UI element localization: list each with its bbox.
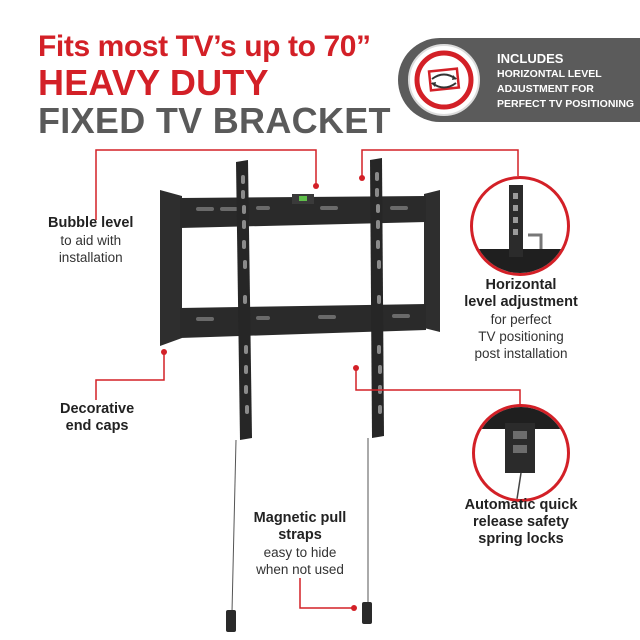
- bubble-level-label: Bubble level to aid with installation: [48, 215, 133, 266]
- springs-line-1: Automatic quick: [464, 497, 578, 513]
- bubble-level-title: Bubble level: [48, 215, 134, 231]
- bubble-callout-line: [95, 149, 317, 220]
- horizontal-title-1: Horizontal: [485, 277, 557, 293]
- pull-straps-label: Magnetic pull straps easy to hide when n…: [240, 510, 360, 578]
- straps-line-2: when not used: [256, 562, 344, 577]
- straps-line-1: easy to hide: [263, 545, 337, 560]
- right-strap-handle: [362, 602, 372, 624]
- straps-title-1: Magnetic pull: [253, 510, 347, 526]
- horizontal-adjust-label: Horizontal level adjustment for perfect …: [446, 277, 596, 362]
- left-strap-handle: [226, 610, 236, 632]
- headline-size: Fits most TV’s up to 70”: [38, 30, 371, 63]
- horizontal-callout-line: [361, 149, 519, 176]
- spring-locks-label: Automatic quick release safety spring lo…: [446, 497, 596, 548]
- horizontal-line-1: for perfect: [490, 312, 552, 327]
- horizontal-detail-ring: [470, 176, 570, 276]
- end-caps-label: Decorative end caps: [60, 401, 134, 435]
- end-caps-line-1: Decorative: [60, 401, 135, 417]
- left-end-cap: [160, 190, 182, 346]
- horizontal-line-2: TV positioning: [478, 329, 564, 344]
- end-caps-line-2: end caps: [65, 418, 129, 434]
- badge-text: INCLUDES HORIZONTAL LEVEL ADJUSTMENT FOR…: [497, 51, 634, 112]
- caps-callout-line: [95, 352, 165, 400]
- springs-line-3: spring locks: [478, 531, 564, 547]
- springs-callout-line: [355, 370, 521, 408]
- headline-heavy-duty: HEAVY DUTY: [38, 62, 269, 103]
- bubble-level-line-1: to aid with: [60, 233, 122, 248]
- springs-detail-ring: [472, 404, 570, 502]
- straps-title-2: straps: [278, 527, 322, 543]
- badge-line-3: PERFECT TV POSITIONING: [497, 98, 635, 110]
- left-pull-strap: [231, 439, 237, 613]
- level-adjust-icon: [408, 44, 480, 116]
- horizontal-line-3: post installation: [474, 346, 568, 361]
- horizontal-title-2: level adjustment: [464, 294, 578, 310]
- straps-callout-line: [299, 578, 354, 609]
- badge-line-2: ADJUSTMENT FOR: [497, 83, 594, 95]
- right-end-cap: [424, 190, 440, 332]
- springs-line-2: release safety: [473, 514, 569, 530]
- bubble-level-line-2: installation: [58, 250, 123, 265]
- headline-product: FIXED TV BRACKET: [38, 100, 391, 141]
- lower-rail: [180, 304, 426, 338]
- badge-line-1: HORIZONTAL LEVEL: [497, 68, 602, 80]
- badge-title: INCLUDES: [497, 51, 564, 66]
